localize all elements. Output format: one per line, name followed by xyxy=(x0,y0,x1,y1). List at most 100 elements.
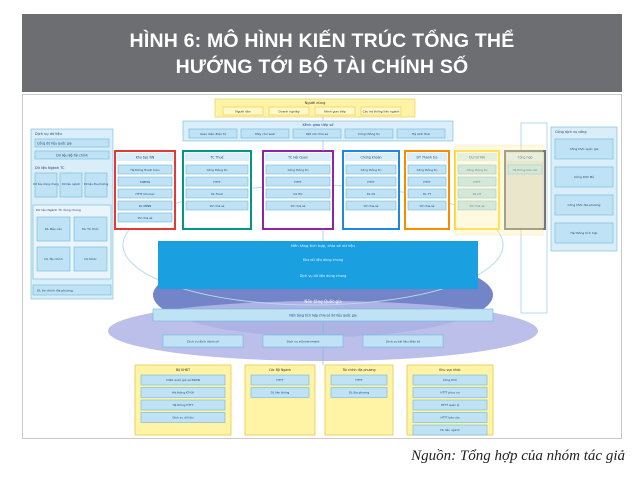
agency-row-label: TABMIS xyxy=(139,180,151,184)
bottom-row-box xyxy=(250,374,310,386)
bottom-row-label: HTTT quản lý xyxy=(441,403,460,407)
channel-item-box xyxy=(396,128,446,139)
agency-row-label: DL DT xyxy=(473,192,482,196)
agency-row-box xyxy=(407,176,447,187)
channel-item-box xyxy=(188,128,238,139)
agency-row-box xyxy=(507,164,543,175)
left-group-label: Dữ liệu Ngành TC xyxy=(35,166,65,170)
user-item-label: Người dân xyxy=(235,110,250,114)
agency-row-label: DV chia sẻ xyxy=(138,216,153,220)
agency-row-label: Cổng thông tin xyxy=(417,167,438,172)
left-cell2-box xyxy=(36,246,71,272)
left-footer-label: DL tài chính địa phương xyxy=(37,289,73,293)
agency-title-box xyxy=(345,153,397,161)
user-item-label: Doanh nghiệp xyxy=(278,110,299,114)
left-cell2-box xyxy=(73,216,108,242)
agency-row-label: DL HQ xyxy=(294,192,304,196)
agency-row-label: HTTT xyxy=(367,180,374,184)
left-cell2-label: DL Tổ chức xyxy=(82,226,99,231)
agency-title: DT Thanh tra xyxy=(417,156,438,160)
right-item-box xyxy=(554,194,614,216)
channel-item-label: Hệ sinh thái xyxy=(412,132,430,136)
left-cell-label: Dữ liệu địa phương xyxy=(84,182,109,186)
agency-title-box xyxy=(265,153,331,161)
agency-row-box xyxy=(345,188,397,199)
agency-row-box xyxy=(407,200,447,211)
agency-row-box xyxy=(185,188,249,199)
agency-box-6 xyxy=(504,150,546,230)
agency-title-box xyxy=(117,153,173,161)
agency-row-box xyxy=(185,164,249,175)
bottom-row-label: HTTT phục vụ xyxy=(440,391,459,395)
agency-row-box xyxy=(457,200,497,211)
agency-row-label: DV chia sẻ xyxy=(291,204,306,208)
platform-row: Dịch vụ dữ liệu dùng chung xyxy=(300,274,347,278)
channel-item-box xyxy=(344,128,394,139)
bottom-row-box xyxy=(140,399,226,411)
left-cell2-label: DL Tài chính xyxy=(44,257,62,261)
agency-row-label: HTTT xyxy=(473,180,480,184)
left-group2-label: Dữ liệu Ngành TC dùng chung xyxy=(36,208,81,212)
agency-row-box xyxy=(457,164,497,175)
agency-title-box xyxy=(185,153,249,161)
agency-row-box xyxy=(407,188,447,199)
bottom-row-box xyxy=(140,387,226,398)
agency-row-box xyxy=(265,176,331,187)
left-cell-label: Dữ liệu ngành xyxy=(62,182,80,186)
national-item-box xyxy=(162,334,244,348)
national-bar-label: Nền tảng tích hợp chia sẻ dữ liệu quốc g… xyxy=(289,314,356,318)
agency-row-label: DL TT xyxy=(423,192,431,196)
channel-item-box xyxy=(292,128,342,139)
right-item-box xyxy=(554,222,614,244)
left-sub-label: Dữ liệu Bộ Tài chính xyxy=(56,154,88,158)
agency-row-label: Cổng thông tin xyxy=(467,167,488,172)
national-title: Nền tảng Quốc gia xyxy=(304,299,342,304)
national-item-label: Dịch vụ định danh số xyxy=(187,340,219,344)
bottom-row-box xyxy=(140,374,226,386)
bottom-group-title: Bộ KHĐT xyxy=(176,368,190,372)
national-item-box xyxy=(262,334,344,348)
agency-row-box xyxy=(265,164,331,175)
right-item-label: Cổng DVC Bộ xyxy=(574,174,594,179)
agency-row-box xyxy=(117,200,173,211)
channel-item-label: Kết nối chia sẻ xyxy=(306,132,328,136)
channel-item-label: Máy chủ web xyxy=(255,132,275,136)
bottom-row-box xyxy=(140,412,226,423)
right-item-label: Cổng DVC địa phương xyxy=(568,202,601,207)
right-item-label: Cổng DVC quốc gia xyxy=(570,146,599,151)
channel-item-box xyxy=(240,128,290,139)
left-sub-box xyxy=(34,150,110,160)
agency-row-label: Hệ thống thanh toán xyxy=(130,168,159,172)
bottom-group-title: Tài chính địa phương xyxy=(341,368,375,372)
user-item-label: Kênh giao tiếp xyxy=(324,110,346,114)
agency-row-label: DL CK xyxy=(367,192,376,196)
channel-item-label: Cổng thông tin xyxy=(358,131,380,136)
agency-row-box xyxy=(345,200,397,211)
left-panel-title: Dịch vụ dữ liệu xyxy=(35,132,62,136)
user-item-box xyxy=(314,106,356,116)
agency-row-box xyxy=(265,188,331,199)
source-caption: Nguồn: Tổng hợp của nhóm tác giả xyxy=(411,448,625,464)
agency-row-box xyxy=(265,200,331,211)
agency-row-label: HTTT xyxy=(423,180,430,184)
national-item-label: Dịch vụ tài liệu điện tử xyxy=(386,340,421,344)
national-item-box xyxy=(362,334,444,348)
agency-title-box xyxy=(457,153,497,161)
agency-row-label: Hệ thống báo cáo xyxy=(513,168,538,172)
left-portal-label: Cổng dữ liệu quốc gia xyxy=(37,141,72,146)
title-line-1: HÌNH 6: MÔ HÌNH KIẾN TRÚC TỔNG THỂ xyxy=(129,30,515,52)
bottom-row-label: HTTT báo cáo xyxy=(440,416,459,420)
agency-row-label: DV chia sẻ xyxy=(420,204,435,208)
bottom-row-box xyxy=(412,387,488,398)
bottom-row-label: CSDL quốc gia về ĐKDN xyxy=(166,378,200,382)
agency-title: Chứng khoán xyxy=(360,156,381,160)
left-cell2-box xyxy=(36,216,71,242)
agency-row-box xyxy=(457,188,497,199)
agency-row-box xyxy=(185,176,249,187)
bottom-row-box xyxy=(250,387,310,398)
left-cell2-label: DL Báo cáo xyxy=(45,227,62,231)
agency-row-label: DL KBNN xyxy=(139,204,152,208)
bottom-row-box xyxy=(412,399,488,411)
agency-row-box xyxy=(117,212,173,223)
